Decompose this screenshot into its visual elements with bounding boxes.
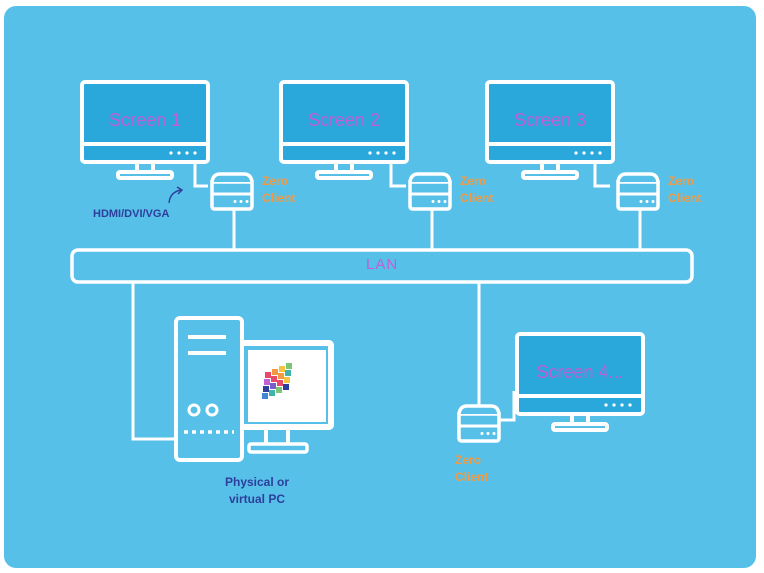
- cable-type-label: HDMI/DVI/VGA: [93, 208, 170, 220]
- zero-client-icon: [616, 172, 660, 211]
- network-diagram: [70, 80, 694, 462]
- cable-screen-1: [193, 158, 208, 188]
- cable-screen-2: [389, 158, 406, 188]
- zero-client-3-label: Zero Client: [668, 174, 702, 205]
- pc-tower-icon: [174, 316, 244, 462]
- cables: [131, 158, 642, 441]
- zero-client-4-label: Zero Client: [455, 453, 489, 484]
- cable-screen-4: [500, 391, 516, 422]
- lan-label: LAN: [366, 256, 399, 273]
- zero-client-2-label: Zero Client: [460, 174, 494, 205]
- cable-screen-3: [593, 158, 610, 188]
- screen-1-label: Screen 1: [108, 110, 182, 130]
- screen-2-label: Screen 2: [307, 110, 381, 130]
- screen-4-label: Screen 4...: [536, 362, 624, 382]
- zero-client-icon: [457, 404, 501, 443]
- screen-3-label: Screen 3: [513, 110, 587, 130]
- link-lan-pc: [131, 282, 174, 441]
- windows-logo-icon: [262, 363, 292, 399]
- arrow-icon: [168, 186, 184, 204]
- lan-bus: [70, 248, 694, 284]
- zero-client-icon: [408, 172, 452, 211]
- diagram-panel: Screen 1 Screen 2 Screen 3 Screen 4... Z…: [4, 6, 756, 568]
- zero-client-1-label: Zero Client: [262, 174, 296, 205]
- zero-client-icon: [210, 172, 254, 211]
- pc-label: Physical or virtual PC: [224, 475, 290, 506]
